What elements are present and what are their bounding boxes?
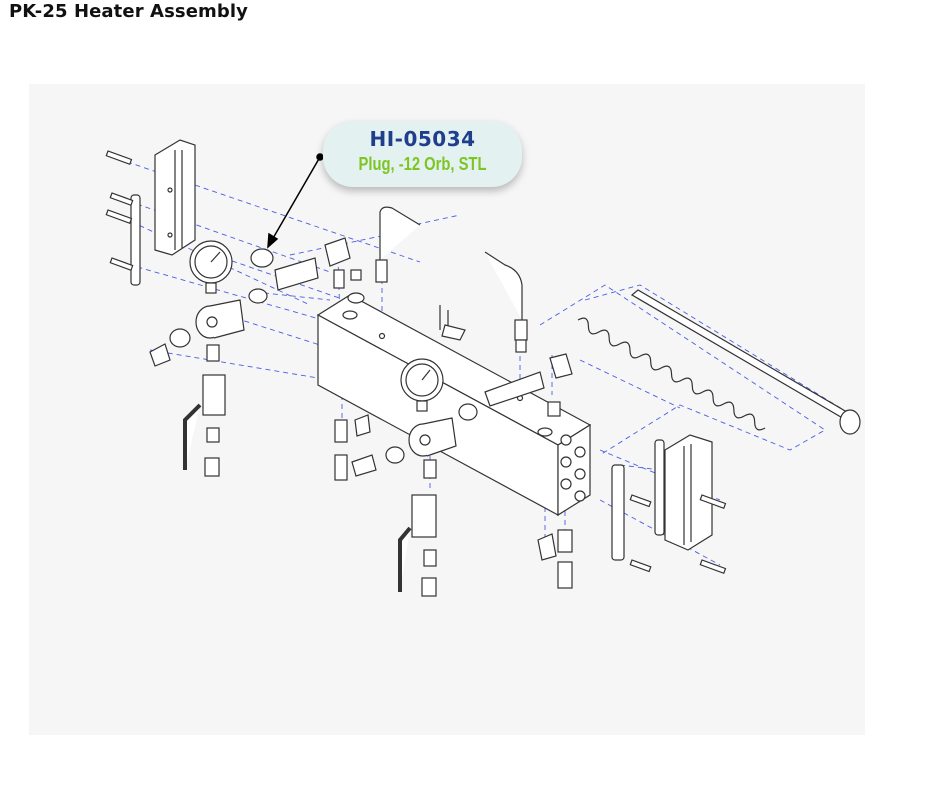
callout-arrow bbox=[267, 153, 324, 249]
page-title: PK-25 Heater Assembly bbox=[9, 1, 248, 22]
fittings-top bbox=[248, 206, 421, 304]
manifold-block bbox=[316, 294, 592, 517]
pressure-gauge-center bbox=[400, 358, 444, 412]
heater-coil bbox=[577, 317, 766, 431]
part-description: Plug, -12 Orb, STL bbox=[358, 154, 487, 174]
part-callout: HI-05034 Plug, -12 Orb, STL bbox=[323, 121, 522, 187]
mounting-bracket-left bbox=[130, 139, 196, 286]
ball-valve-left bbox=[149, 328, 226, 477]
ball-valve-center bbox=[334, 414, 437, 597]
screws-left bbox=[105, 150, 134, 271]
pressure-gauge-left bbox=[189, 240, 233, 294]
coupling-blocks bbox=[195, 299, 457, 457]
fittings-center bbox=[458, 353, 573, 421]
screws-right bbox=[629, 494, 727, 575]
fittings-bottom-right bbox=[537, 529, 573, 589]
mounting-bracket-right bbox=[611, 434, 713, 561]
probe-assembly bbox=[439, 251, 528, 353]
part-number: HI-05034 bbox=[369, 127, 476, 151]
heater-rod bbox=[630, 289, 861, 435]
